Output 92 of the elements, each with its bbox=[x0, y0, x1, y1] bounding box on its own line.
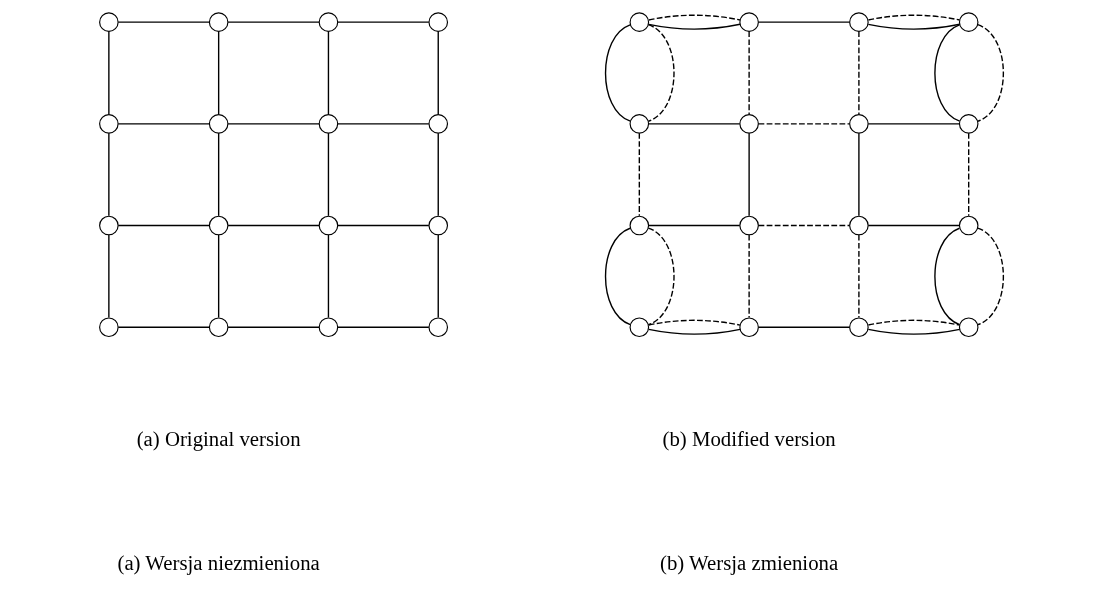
node-circle bbox=[208, 114, 229, 134]
connector bbox=[867, 224, 960, 227]
connector bbox=[638, 132, 641, 217]
connector bbox=[858, 30, 860, 115]
node-circle bbox=[428, 12, 449, 32]
connector bbox=[748, 234, 750, 319]
connector bbox=[227, 326, 320, 328]
node-circle bbox=[318, 12, 339, 32]
connector bbox=[327, 30, 330, 115]
node-circle bbox=[739, 215, 759, 236]
connector bbox=[748, 30, 750, 115]
connector bbox=[648, 224, 741, 227]
node-circle bbox=[739, 114, 759, 134]
node-circle bbox=[739, 317, 759, 338]
node-circle bbox=[629, 317, 650, 338]
node-circle bbox=[318, 215, 339, 236]
connector bbox=[337, 21, 430, 23]
node-circle bbox=[739, 12, 759, 32]
label: (b) Wersja zmieniona bbox=[660, 551, 839, 575]
label: (a) Original version bbox=[136, 426, 301, 450]
connector bbox=[117, 21, 210, 23]
node-circle bbox=[99, 12, 119, 32]
connector bbox=[227, 123, 320, 125]
connector bbox=[117, 224, 210, 227]
node-circle bbox=[958, 215, 979, 236]
connector bbox=[648, 319, 741, 326]
connector bbox=[108, 132, 110, 217]
node-circle bbox=[99, 114, 119, 134]
node-circle bbox=[428, 317, 449, 338]
connector bbox=[108, 234, 110, 319]
connector bbox=[337, 123, 430, 125]
connector bbox=[858, 132, 860, 217]
connector bbox=[867, 123, 960, 125]
connector bbox=[934, 227, 961, 326]
connector bbox=[648, 123, 741, 125]
label: (a) Wersja niezmieniona bbox=[117, 551, 320, 575]
node-circle bbox=[208, 12, 229, 32]
connector bbox=[867, 319, 961, 326]
node-circle bbox=[428, 215, 449, 236]
connector bbox=[647, 227, 675, 326]
connector bbox=[648, 328, 741, 335]
node-circle bbox=[958, 12, 979, 32]
connector bbox=[867, 14, 961, 21]
connector bbox=[217, 132, 220, 217]
connector bbox=[327, 234, 330, 319]
node-circle bbox=[428, 114, 449, 134]
connector bbox=[968, 132, 970, 217]
node-circle bbox=[629, 12, 650, 32]
connector bbox=[748, 132, 750, 217]
node-circle bbox=[629, 114, 650, 134]
node-circle bbox=[849, 114, 869, 134]
connector bbox=[337, 224, 430, 227]
connector bbox=[757, 123, 851, 125]
connector bbox=[867, 23, 961, 30]
node-circle bbox=[958, 317, 979, 338]
node-circle bbox=[208, 317, 229, 338]
connector bbox=[327, 132, 330, 217]
node-circle bbox=[629, 215, 650, 236]
connector bbox=[437, 234, 439, 319]
connector bbox=[867, 328, 961, 335]
node-circle bbox=[318, 114, 339, 134]
connector bbox=[117, 326, 210, 328]
node-circle bbox=[958, 114, 979, 134]
connector bbox=[647, 24, 675, 123]
connector bbox=[337, 326, 430, 328]
connector bbox=[757, 21, 851, 23]
connector bbox=[227, 21, 320, 23]
connector bbox=[604, 24, 631, 122]
connector bbox=[757, 326, 851, 328]
connector bbox=[976, 24, 1005, 123]
connector bbox=[934, 24, 961, 122]
label: (b) Modified version bbox=[662, 426, 836, 450]
connector bbox=[976, 227, 1005, 326]
connector bbox=[437, 30, 439, 115]
connector bbox=[604, 227, 631, 326]
connector bbox=[437, 132, 439, 217]
connector bbox=[108, 30, 110, 115]
node-circle bbox=[208, 215, 229, 236]
node-circle bbox=[849, 317, 869, 338]
connector bbox=[217, 234, 220, 319]
connector bbox=[217, 30, 220, 115]
connector bbox=[117, 123, 210, 125]
node-circle bbox=[99, 215, 119, 236]
connector bbox=[648, 14, 741, 21]
node-circle bbox=[849, 215, 869, 236]
connector bbox=[757, 224, 851, 227]
connector bbox=[858, 234, 860, 319]
connector bbox=[227, 224, 320, 227]
node-circle bbox=[99, 317, 119, 338]
node-circle bbox=[318, 317, 339, 338]
node-circle bbox=[849, 12, 869, 32]
connector bbox=[648, 23, 741, 30]
